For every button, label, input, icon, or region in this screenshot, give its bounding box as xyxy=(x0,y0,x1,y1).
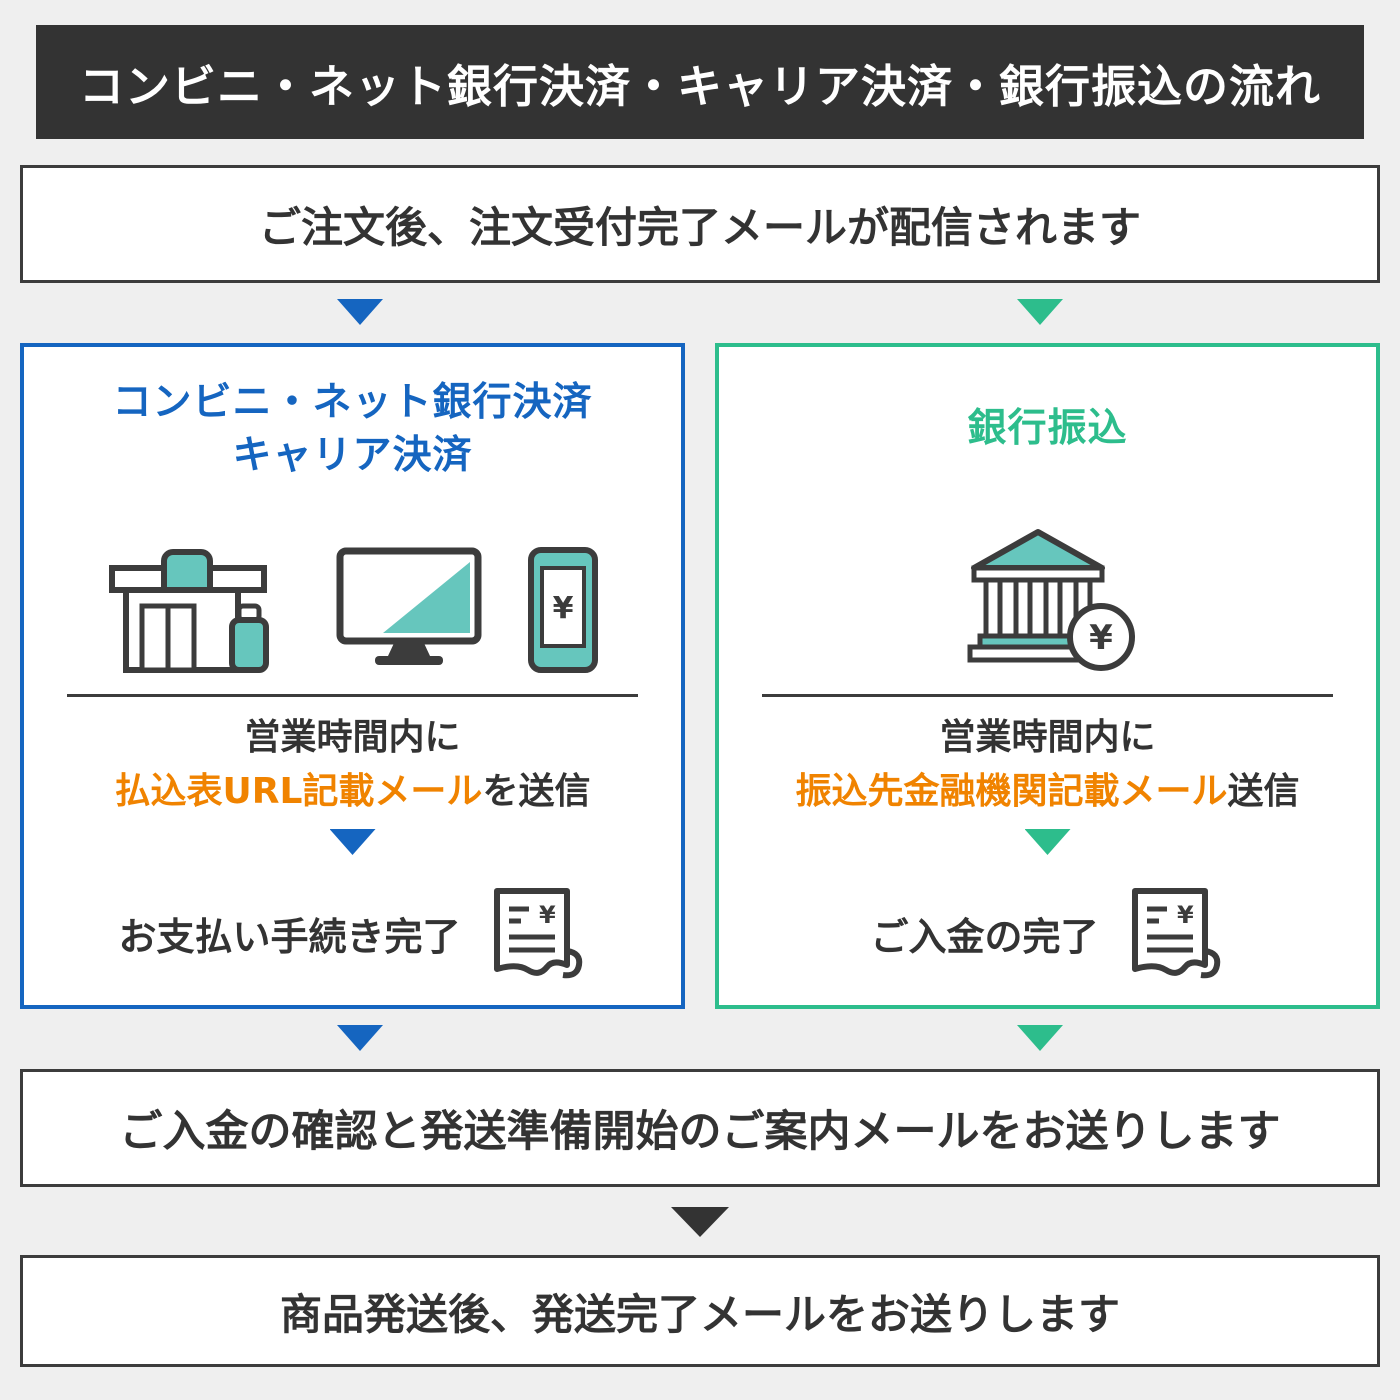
step-payment-confirmed-text: ご入金の確認と発送準備開始のご案内メールをお送りします xyxy=(119,1107,1281,1157)
right-notice-line2: 振込先金融機関記載メール送信 xyxy=(795,765,1299,819)
left-column-title-line1: コンビニ・ネット銀行決済 xyxy=(112,379,593,425)
right-column-title-text: 銀行振込 xyxy=(967,406,1128,452)
arrow-down-blue-icon xyxy=(337,1025,383,1051)
arrow-down-blue-icon xyxy=(337,299,383,325)
arrow-down-green-small-icon xyxy=(1024,829,1071,855)
convenience-store-icon xyxy=(109,549,269,673)
right-column-divider xyxy=(761,694,1334,697)
right-complete-row: ご入金の完了 ¥ xyxy=(719,861,1376,1005)
bank-yen-glyph: ¥ xyxy=(1089,618,1113,658)
receipt-yen-glyph: ¥ xyxy=(1177,901,1194,929)
left-complete-text: お支払い手続き完了 xyxy=(118,914,461,959)
arrow-row-top xyxy=(20,299,1380,325)
right-column-arrow xyxy=(719,829,1376,855)
left-notice-line1: 営業時間内に xyxy=(244,717,461,758)
left-complete-row: お支払い手続き完了 ¥ xyxy=(24,861,681,1005)
left-column-notice: 営業時間内に 払込表URL記載メールを送信 xyxy=(24,705,681,825)
bank-icon: ¥ xyxy=(967,529,1135,671)
right-notice-line1: 営業時間内に xyxy=(939,717,1156,758)
left-column-icons: ¥ xyxy=(24,512,681,674)
page-title-text: コンビニ・ネット銀行決済・キャリア決済・銀行振込の流れ xyxy=(78,59,1321,113)
receipt-yen-glyph: ¥ xyxy=(539,901,556,929)
left-column-title-line2: キャリア決済 xyxy=(232,432,473,478)
payment-columns: コンビニ・ネット銀行決済 キャリア決済 xyxy=(20,343,1380,1009)
step-shipped-text: 商品発送後、発送完了メールをお送りします xyxy=(279,1289,1120,1339)
right-complete-text: ご入金の完了 xyxy=(870,914,1099,959)
arrow-down-dark-icon xyxy=(671,1207,729,1237)
right-notice-highlight: 振込先金融機関記載メール xyxy=(795,771,1228,812)
arrow-cell-right-bottom xyxy=(700,1025,1380,1051)
left-column-arrow xyxy=(24,829,681,855)
convenience-netbank-carrier-box: コンビニ・ネット銀行決済 キャリア決済 xyxy=(20,343,685,1009)
page-title: コンビニ・ネット銀行決済・キャリア決済・銀行振込の流れ xyxy=(36,25,1364,139)
computer-monitor-icon xyxy=(336,547,482,665)
left-notice-line2: 払込表URL記載メールを送信 xyxy=(115,765,591,819)
receipt-icon: ¥ xyxy=(493,888,582,979)
arrow-down-green-icon xyxy=(1017,299,1063,325)
right-notice-suffix: 送信 xyxy=(1227,771,1300,812)
arrow-cell-right xyxy=(700,299,1380,325)
arrow-row-bottom xyxy=(20,1025,1380,1051)
arrow-down-green-icon xyxy=(1017,1025,1063,1051)
right-column-icons: ¥ xyxy=(719,512,1376,674)
smartphone-icon: ¥ xyxy=(528,547,598,673)
left-notice-highlight: 払込表URL記載メール xyxy=(114,771,483,812)
arrow-down-blue-small-icon xyxy=(329,829,376,855)
arrow-cell-left-bottom xyxy=(20,1025,700,1051)
step-shipped-box: 商品発送後、発送完了メールをお送りします xyxy=(20,1255,1380,1367)
smartphone-yen-glyph: ¥ xyxy=(553,591,574,626)
step-order-received-box: ご注文後、注文受付完了メールが配信されます xyxy=(20,165,1380,283)
left-column-title: コンビニ・ネット銀行決済 キャリア決済 xyxy=(24,347,681,512)
step-order-received-text: ご注文後、注文受付完了メールが配信されます xyxy=(258,202,1141,252)
bank-transfer-box: 銀行振込 ¥ 営業時間内に xyxy=(715,343,1380,1009)
right-column-title: 銀行振込 xyxy=(719,347,1376,512)
left-notice-suffix: を送信 xyxy=(482,771,591,812)
arrow-row-final xyxy=(0,1207,1400,1237)
step-payment-confirmed-box: ご入金の確認と発送準備開始のご案内メールをお送りします xyxy=(20,1069,1380,1187)
right-column-notice: 営業時間内に 振込先金融機関記載メール送信 xyxy=(719,705,1376,825)
receipt-icon: ¥ xyxy=(1131,888,1220,979)
arrow-cell-left xyxy=(20,299,700,325)
left-column-divider xyxy=(66,694,639,697)
